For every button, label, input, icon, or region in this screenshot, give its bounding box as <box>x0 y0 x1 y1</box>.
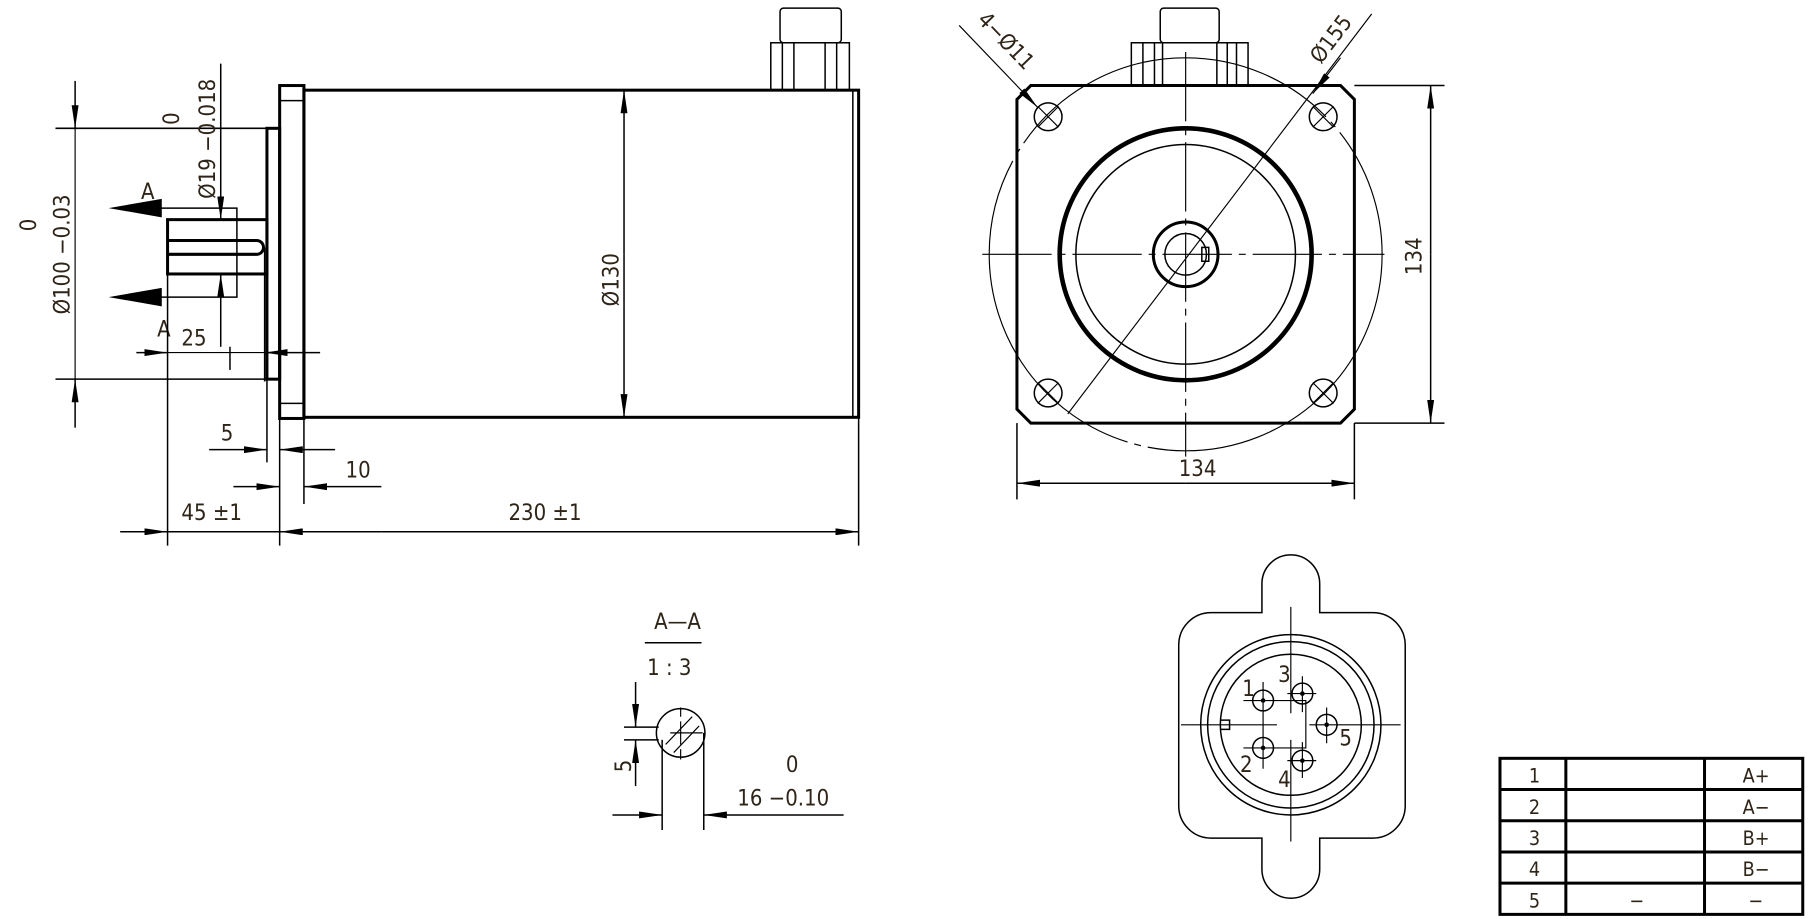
key-depth-label: 5 <box>612 760 637 773</box>
pilot-thickness-label: 5 <box>221 421 234 446</box>
mounting-holes <box>1033 102 1338 408</box>
dim-width: 134 <box>1016 423 1356 500</box>
height-label: 134 <box>1402 237 1427 275</box>
pin-label: 1 <box>1242 677 1255 702</box>
pin-label: 5 <box>1339 727 1352 752</box>
pilot-diameter-upper-tol: 0 <box>17 219 42 232</box>
front-connector <box>1130 7 1249 87</box>
table-row: 2 A− <box>1529 796 1770 819</box>
pilot-boss <box>265 126 282 381</box>
front-view: 4−Ø11 Ø155 134 134 <box>958 7 1445 500</box>
section-label-bottom: A <box>157 317 171 342</box>
svg-text:1: 1 <box>1529 765 1540 788</box>
svg-text:B+: B+ <box>1743 827 1770 850</box>
section-label-top: A <box>141 180 155 205</box>
dim-pilot-diameter: Ø100 −0.03 0 <box>17 80 267 428</box>
section-title: A—A <box>654 610 701 635</box>
dim-shaft-diameter: Ø19 −0.018 0 <box>160 63 225 347</box>
dim-body-diameter: Ø130 <box>599 90 628 418</box>
pin-table: 1 A+ 2 A− 3 B+ 4 B− 5 − − <box>1498 756 1805 916</box>
flange <box>278 84 306 420</box>
mounting-flange <box>1015 84 1356 425</box>
svg-text:−: − <box>1748 889 1763 912</box>
dim-pilot-thickness: 5 <box>209 421 336 454</box>
pin-label: 4 <box>1278 768 1291 793</box>
key-length-label: 25 <box>181 327 206 352</box>
connector-face: 1 2 3 4 5 <box>1177 554 1406 899</box>
shaft-length-label: 45 ±1 <box>181 501 242 526</box>
table-row: 1 A+ <box>1529 765 1770 788</box>
flat-dim-label: 16 −0.10 <box>737 787 829 812</box>
svg-text:3: 3 <box>1529 827 1540 850</box>
dim-key-length: 25 <box>136 247 321 382</box>
dim-flange-thickness: 10 <box>233 458 382 491</box>
table-row: 4 B− <box>1529 858 1770 881</box>
svg-text:A−: A− <box>1743 796 1770 819</box>
svg-text:4: 4 <box>1529 858 1540 881</box>
section-scale: 1 : 3 <box>647 656 691 681</box>
dim-lengths: 45 ±1 230 ±1 <box>120 501 859 536</box>
holes-label: 4−Ø11 <box>972 8 1038 76</box>
shaft-diameter-label: Ø19 −0.018 <box>196 79 221 199</box>
width-label: 134 <box>1179 457 1217 482</box>
pin-label: 3 <box>1278 663 1291 688</box>
shaft <box>166 218 269 276</box>
shaft-diameter-upper-tol: 0 <box>160 112 185 125</box>
body-length-label: 230 ±1 <box>508 501 581 526</box>
pilot-diameter-label: Ø100 −0.03 <box>50 194 75 314</box>
flat-dim-upper-tol: 0 <box>786 753 799 778</box>
pin-label: 2 <box>1240 753 1253 778</box>
table-row: 5 − − <box>1529 889 1763 912</box>
flange-thickness-label: 10 <box>346 458 371 483</box>
connector-pins <box>1251 682 1338 772</box>
svg-text:A+: A+ <box>1743 765 1770 788</box>
side-connector <box>770 7 851 91</box>
dim-height: 134 <box>1354 84 1445 424</box>
svg-text:2: 2 <box>1529 796 1540 819</box>
body-diameter-label: Ø130 <box>599 253 624 306</box>
section-mark: A A <box>108 180 238 342</box>
motor-body <box>302 88 861 419</box>
section-view: A—A 1 : 3 5 0 16 −0.10 <box>612 610 844 830</box>
table-row: 3 B+ <box>1529 827 1770 850</box>
svg-text:B−: B− <box>1743 858 1770 881</box>
svg-text:−: − <box>1629 889 1644 912</box>
bolt-circle-label: Ø155 <box>1306 11 1358 69</box>
side-view: A A Ø100 −0.03 0 Ø19 −0.018 0 25 <box>17 7 861 546</box>
svg-text:5: 5 <box>1529 889 1540 912</box>
